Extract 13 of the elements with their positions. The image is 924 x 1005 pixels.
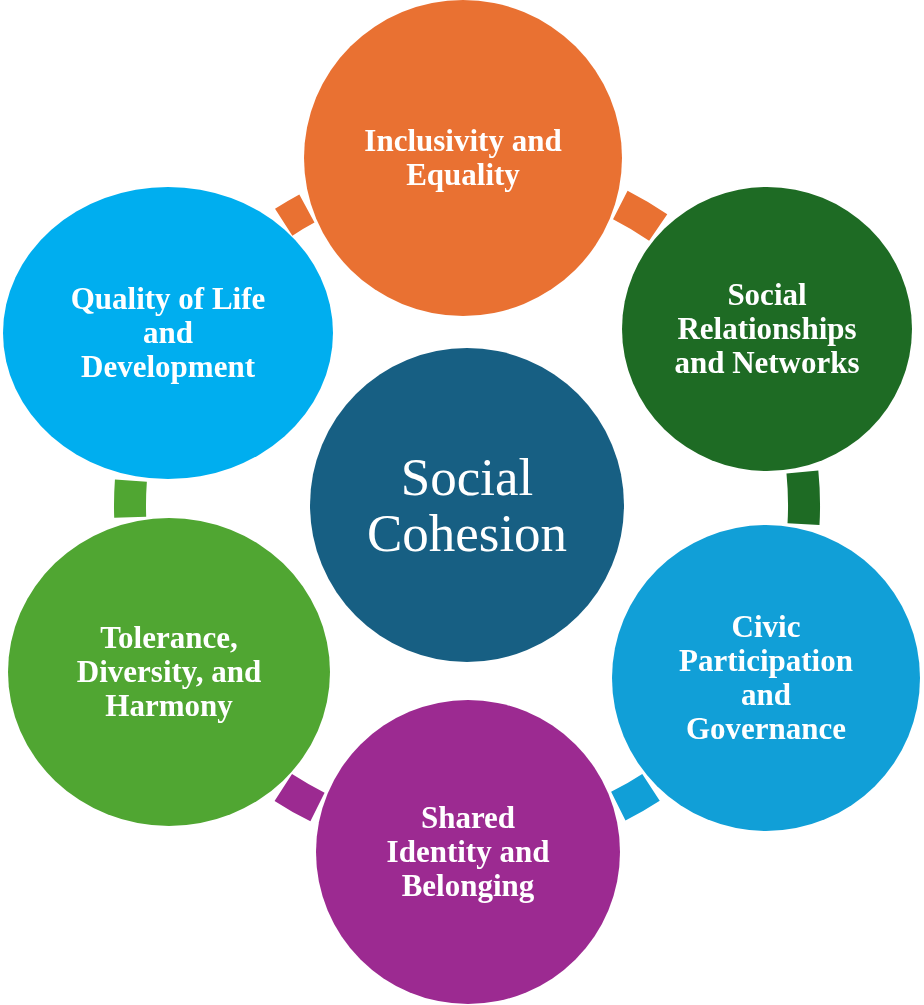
- connector-arc: [274, 773, 325, 822]
- circle-label: Quality of Life and Development: [69, 282, 267, 384]
- circle-label: Tolerance, Diversity, and Harmony: [75, 621, 263, 723]
- connector-arc: [610, 773, 660, 821]
- circle-label: Civic Participation and Governance: [678, 610, 854, 746]
- circle-label: Social Cohesion: [365, 449, 569, 561]
- connector-arc: [275, 194, 315, 236]
- circle-label: Social Relationships and Networks: [673, 278, 861, 380]
- connector-arc: [114, 479, 147, 518]
- connector-arc: [612, 190, 668, 241]
- circle-label: Shared Identity and Belonging: [385, 801, 551, 903]
- connector-arc: [786, 470, 820, 525]
- circle-label: Inclusivity and Equality: [363, 124, 563, 192]
